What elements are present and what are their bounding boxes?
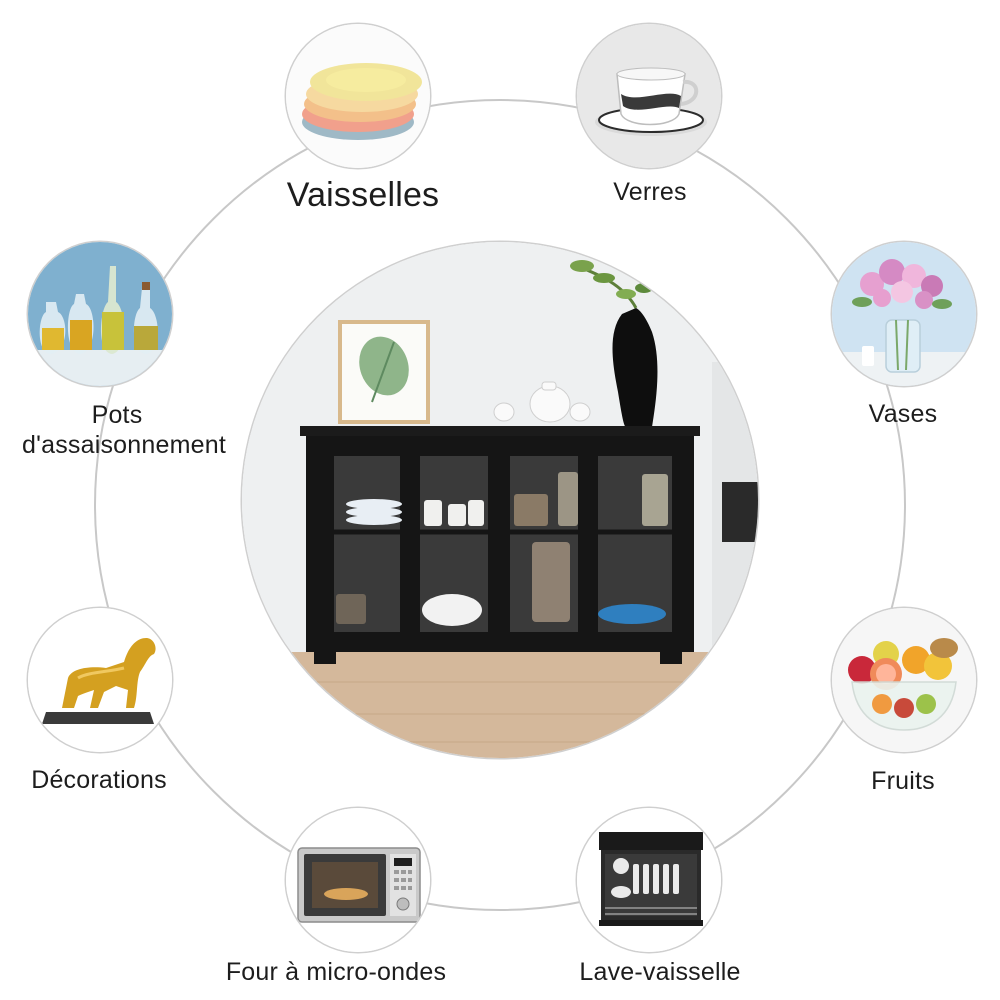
flower-vase-icon <box>832 242 976 386</box>
sideboard-cabinet-photo <box>242 242 758 758</box>
framed-print <box>338 320 430 424</box>
dishwasher-icon <box>577 808 721 952</box>
fruits-bubble <box>832 608 976 752</box>
plates-bubble <box>286 24 430 168</box>
oil-bottles-bubble <box>28 242 172 386</box>
vase-bubble <box>832 242 976 386</box>
item-label-pots-line-1: Pots <box>91 401 143 429</box>
item-label-pots-assaisonnement: Pots d'assaisonnement <box>4 400 244 460</box>
cup-bubble <box>577 24 721 168</box>
item-label-vaisselles: Vaisselles <box>286 176 440 214</box>
microwave-icon <box>286 808 430 952</box>
oil-bottles-icon <box>28 242 172 386</box>
cabinet-body <box>300 426 700 664</box>
item-label-verres: Verres <box>613 178 687 206</box>
horse-statue-icon <box>28 608 172 752</box>
dishwasher-bubble <box>577 808 721 952</box>
plates-icon <box>286 24 430 168</box>
item-label-lave-vaisselle: Lave-vaisselle <box>579 958 741 986</box>
item-label-pots-line-2: d'assaisonnement <box>22 431 226 459</box>
item-label-decorations: Décorations <box>31 766 167 794</box>
microwave-bubble <box>286 808 430 952</box>
decorations-bubble <box>28 608 172 752</box>
fruit-bowl-icon <box>832 608 976 752</box>
item-label-fruits: Fruits <box>871 767 935 795</box>
cup-and-saucer-icon <box>577 24 721 168</box>
item-label-vases: Vases <box>868 400 938 428</box>
item-label-four-micro-ondes: Four à micro-ondes <box>225 958 447 986</box>
